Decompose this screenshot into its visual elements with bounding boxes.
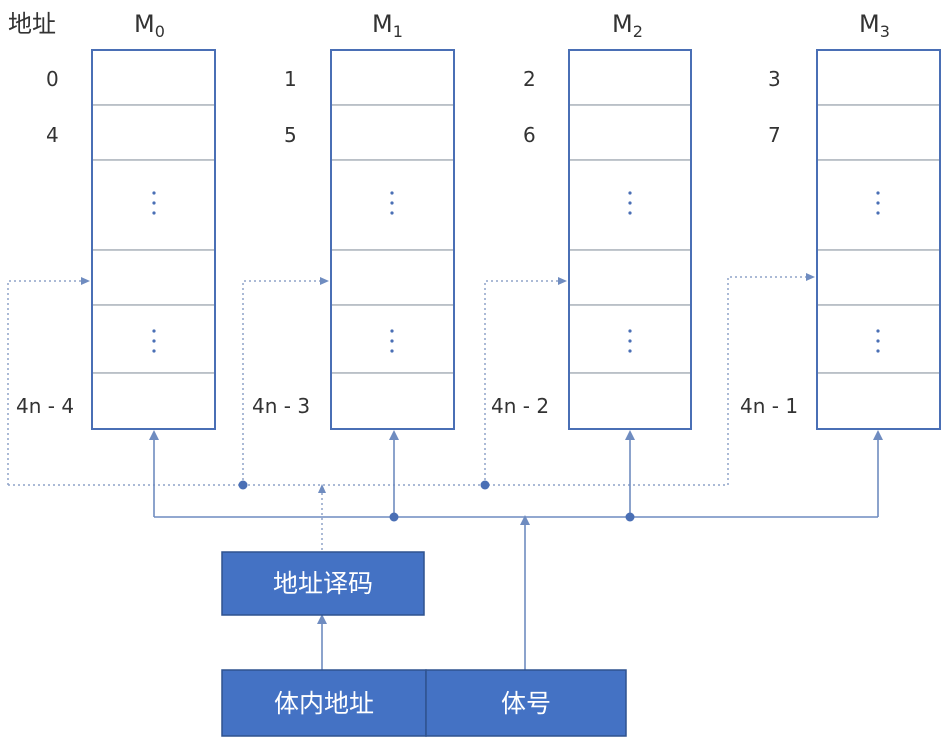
junction-dot xyxy=(389,512,399,522)
bank-number-label: 体号 xyxy=(501,689,551,718)
address-label: 4n - 1 xyxy=(740,394,798,418)
ellipsis-icon xyxy=(628,191,632,215)
storage-cell xyxy=(91,49,216,106)
storage-cell xyxy=(816,249,941,306)
module-title-m0: M0 xyxy=(134,10,165,41)
arrow-icon xyxy=(320,277,329,285)
storage-cell xyxy=(816,159,941,251)
ellipsis-icon xyxy=(390,191,394,215)
module-title-m1: M1 xyxy=(372,10,403,41)
address-label: 7 xyxy=(768,123,781,147)
ellipsis-icon xyxy=(390,329,394,353)
storage-cell xyxy=(568,372,692,430)
decoder-signal-lines xyxy=(7,273,815,550)
arrow-icon xyxy=(520,515,530,525)
address-label: 0 xyxy=(46,67,59,91)
arrow-icon xyxy=(873,430,883,440)
storage-cell xyxy=(568,249,692,306)
module-border xyxy=(816,49,941,430)
module-title-m3: M3 xyxy=(859,10,890,41)
module-border xyxy=(91,49,216,430)
bank-select-lines xyxy=(149,430,883,670)
address-label: 5 xyxy=(284,123,297,147)
arrow-icon xyxy=(389,430,399,440)
memory-module-m0 xyxy=(91,49,216,430)
arrow-icon xyxy=(81,277,90,285)
storage-cell xyxy=(330,49,455,106)
storage-cell xyxy=(816,49,941,106)
address-column-label: 地址 xyxy=(8,10,56,38)
storage-cell xyxy=(91,159,216,251)
intra-address-field: 体内地址 xyxy=(221,669,427,737)
ellipsis-icon xyxy=(152,329,156,353)
arrow-icon xyxy=(318,484,326,493)
arrow-icon xyxy=(806,273,815,281)
storage-cell xyxy=(568,159,692,251)
module-title-m2: M2 xyxy=(612,10,643,41)
storage-cell xyxy=(568,49,692,106)
memory-module-m3 xyxy=(816,49,941,430)
address-label: 3 xyxy=(768,67,781,91)
arrow-icon xyxy=(317,614,327,624)
module-border xyxy=(330,49,455,430)
address-label: 1 xyxy=(284,67,297,91)
arrow-icon xyxy=(625,430,635,440)
storage-cell xyxy=(330,104,455,161)
storage-cell xyxy=(816,104,941,161)
storage-cell xyxy=(568,304,692,374)
junction-dot xyxy=(625,512,635,522)
bank-number-field: 体号 xyxy=(425,669,627,737)
arrow-icon xyxy=(558,277,567,285)
storage-cell xyxy=(91,372,216,430)
module-border xyxy=(568,49,692,430)
storage-cell xyxy=(330,159,455,251)
intra-address-label: 体内地址 xyxy=(274,689,374,718)
ellipsis-icon xyxy=(876,191,880,215)
storage-cell xyxy=(330,249,455,306)
memory-module-m2 xyxy=(568,49,692,430)
address-label: 4n - 4 xyxy=(16,394,74,418)
address-decoder-block: 地址译码 xyxy=(221,551,425,616)
ellipsis-icon xyxy=(876,329,880,353)
storage-cell xyxy=(816,304,941,374)
address-label: 6 xyxy=(523,123,536,147)
ellipsis-icon xyxy=(628,329,632,353)
address-label: 4 xyxy=(46,123,59,147)
storage-cell xyxy=(816,372,941,430)
address-label: 4n - 2 xyxy=(491,394,549,418)
storage-cell xyxy=(91,249,216,306)
address-decoder-label: 地址译码 xyxy=(273,569,373,598)
storage-cell xyxy=(91,104,216,161)
arrow-icon xyxy=(149,430,159,440)
junction-dot xyxy=(480,480,490,490)
storage-cell xyxy=(91,304,216,374)
memory-module-m1 xyxy=(330,49,455,430)
ellipsis-icon xyxy=(152,191,156,215)
address-label: 4n - 3 xyxy=(252,394,310,418)
storage-cell xyxy=(330,372,455,430)
address-label: 2 xyxy=(523,67,536,91)
storage-cell xyxy=(568,104,692,161)
storage-cell xyxy=(330,304,455,374)
junction-dot xyxy=(238,480,248,490)
